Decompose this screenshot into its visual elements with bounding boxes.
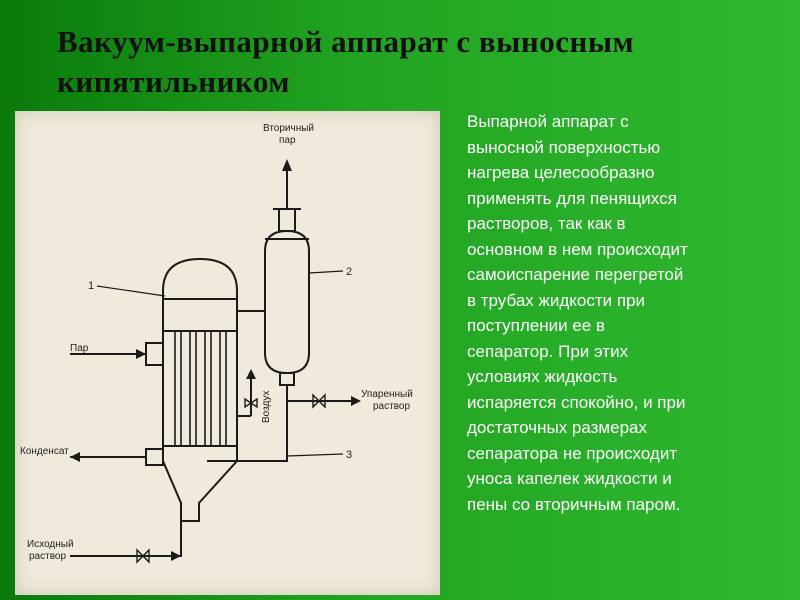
evaporator-body xyxy=(162,257,238,522)
leader-2 xyxy=(308,270,344,274)
label-num-2: 2 xyxy=(346,266,352,278)
label-num-1: 1 xyxy=(88,280,94,292)
separator-bottom-nozzle xyxy=(279,372,295,386)
secondary-steam-nozzle xyxy=(278,208,296,232)
slide-title-line-1: Вакуум-выпарной аппарат с выносным xyxy=(57,24,635,59)
condensate-arrow xyxy=(70,452,80,462)
steam-inlet-nozzle xyxy=(145,342,164,366)
label-feed-2: раствор xyxy=(29,551,66,562)
label-condensate: Конденсат xyxy=(20,446,69,457)
label-steam: Пар xyxy=(70,343,89,354)
feed-valve xyxy=(136,548,150,564)
leader-1 xyxy=(96,285,166,297)
condensate-nozzle xyxy=(145,448,164,466)
circulation-pipe xyxy=(207,401,288,462)
heating-tubes xyxy=(174,331,227,446)
diagram-panel: Вторичный пар Пар Конденсат Воздух Упаре… xyxy=(15,111,440,595)
steam-arrow xyxy=(136,349,146,359)
air-arrow xyxy=(246,369,256,379)
label-feed-1: Исходный xyxy=(27,539,74,550)
label-secondary-steam-2: пар xyxy=(279,135,296,146)
slide-title: Вакуум-выпарной аппарат с выносным кипят… xyxy=(57,22,757,102)
product-arrow xyxy=(351,396,361,406)
label-air: Воздух xyxy=(261,391,272,423)
leader-3 xyxy=(286,453,344,457)
evaporator-diagram: Вторичный пар Пар Конденсат Воздух Упаре… xyxy=(20,123,413,564)
product-valve xyxy=(312,393,326,409)
separator-body xyxy=(264,229,310,375)
air-valve xyxy=(244,397,258,409)
feed-arrow xyxy=(171,551,181,561)
label-evaporated-1: Упаренный xyxy=(361,389,413,400)
secondary-steam-arrow xyxy=(282,159,292,171)
label-evaporated-2: раствор xyxy=(373,401,410,412)
slide-title-line-2: кипятильником xyxy=(57,64,290,99)
description-text: Выпарной аппарат с выносной поверхностью… xyxy=(467,112,688,514)
label-secondary-steam-1: Вторичный xyxy=(263,123,314,134)
feed-line xyxy=(70,521,182,557)
flow-arrows xyxy=(70,159,361,561)
vapor-pipe xyxy=(237,310,266,321)
label-num-3: 3 xyxy=(346,449,352,461)
